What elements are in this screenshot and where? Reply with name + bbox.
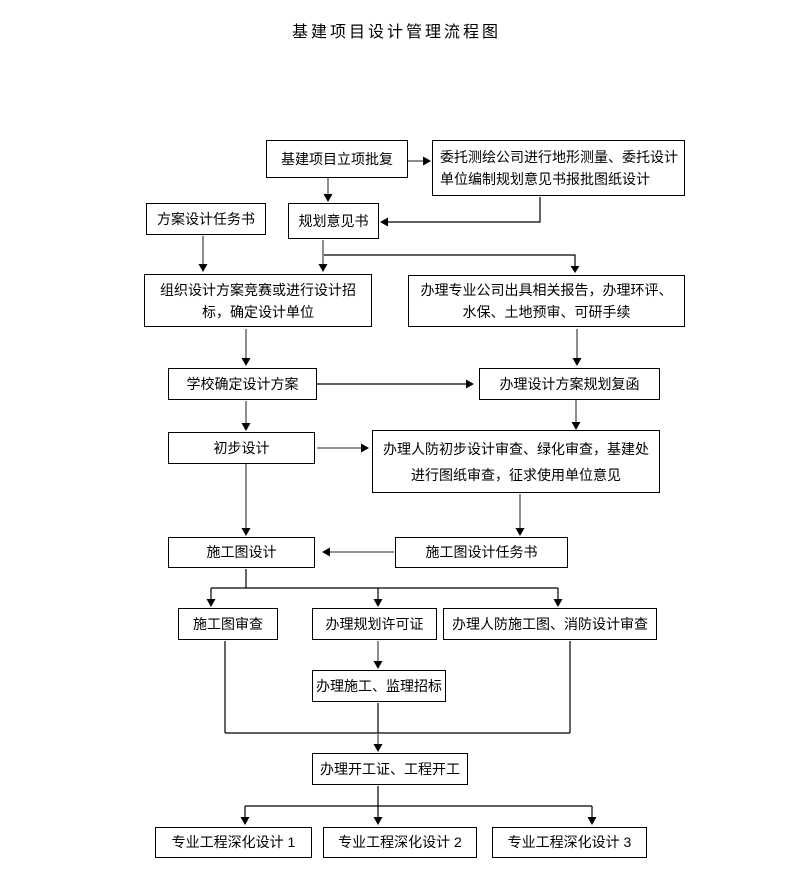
node-label: 规划意见书	[298, 212, 369, 229]
node-label: 办理人防初步设计审查、绿化审查，基建处	[383, 440, 649, 457]
arrowhead	[240, 817, 250, 825]
node-label: 办理专业公司出具相关报告，办理环评、	[420, 282, 673, 298]
flow-node-renfang-xiaofang: 办理人防施工图、消防设计审查	[443, 608, 657, 640]
flow-node-sheji-jingsai: 组织设计方案竞赛或进行设计招标，确定设计单位	[144, 274, 372, 327]
node-label: 专业工程深化设计 3	[507, 834, 632, 850]
arrowhead	[553, 599, 563, 607]
flow-node-kaigong: 办理开工证、工程开工	[312, 753, 468, 785]
arrowhead	[322, 547, 330, 557]
elbow-yijianshu-to-zhuanye	[324, 254, 576, 266]
node-label: 施工图设计任务书	[425, 544, 538, 560]
arrowhead	[198, 264, 208, 272]
node-label: 办理开工证、工程开工	[320, 760, 460, 777]
flow-node-shigongtu-sheji: 施工图设计	[168, 537, 315, 568]
arrowhead	[318, 264, 328, 272]
arrowhead	[373, 599, 383, 607]
flow-node-guihua-fuhan: 办理设计方案规划复函	[479, 368, 660, 400]
flow-node-jianli-zhaobiao: 办理施工、监理招标	[312, 670, 446, 702]
node-label: 施工图设计	[206, 544, 277, 560]
node-label: 基建项目立项批复	[281, 150, 393, 167]
node-label: 办理规划许可证	[325, 615, 424, 632]
arrowhead	[373, 817, 383, 825]
arrowhead	[572, 358, 582, 366]
arrowhead	[241, 423, 251, 431]
node-label: 进行图纸审查，征求使用单位意见	[411, 466, 621, 483]
flow-node-renfang-chubu: 办理人防初步设计审查、绿化审查，基建处进行图纸审查，征求使用单位意见	[372, 430, 660, 493]
node-label: 专业工程深化设计 2	[338, 834, 462, 850]
arrowhead	[323, 194, 333, 202]
node-label: 学校确定设计方案	[186, 375, 299, 392]
node-label: 单位编制规划意见书报批图纸设计	[440, 171, 650, 187]
flow-node-guihua-xukezheng: 办理规划许可证	[312, 608, 437, 640]
arrowhead	[206, 599, 216, 607]
flow-node-shigongtu-renwushu: 施工图设计任务书	[395, 537, 568, 568]
arrowhead	[570, 266, 580, 273]
arrowhead	[241, 528, 251, 536]
node-label: 标，确定设计单位	[202, 303, 314, 320]
flow-node-shenhua-sheji-2: 专业工程深化设计 2	[323, 827, 477, 858]
elbow-weituo-to-yijianshu	[388, 197, 541, 223]
arrowhead	[515, 528, 525, 536]
arrowhead	[380, 217, 388, 227]
flow-node-shigongtu-shencha: 施工图审查	[178, 608, 278, 640]
node-label: 水保、土地预审、可研手续	[462, 304, 631, 320]
flow-node-shenhua-sheji-3: 专业工程深化设计 3	[492, 827, 647, 858]
arrowhead	[373, 744, 383, 752]
node-label: 组织设计方案竞赛或进行设计招	[160, 281, 356, 298]
flow-node-xuexiao-queding: 学校确定设计方案	[168, 368, 317, 400]
node-label: 委托测绘公司进行地形测量、委托设计	[440, 149, 678, 165]
node-label: 办理施工、监理招标	[316, 677, 442, 694]
node-label: 方案设计任务书	[157, 210, 255, 227]
arrowhead	[361, 443, 369, 453]
arrowhead	[423, 156, 431, 166]
flow-node-lixiang-pifu: 基建项目立项批复	[266, 140, 408, 178]
arrowhead	[587, 817, 597, 825]
flow-node-fangan-renwushu: 方案设计任务书	[146, 203, 266, 235]
flow-node-zhuanye-baogao: 办理专业公司出具相关报告，办理环评、水保、土地预审、可研手续	[408, 275, 685, 327]
arrowhead	[373, 661, 383, 669]
node-label: 施工图审查	[193, 615, 263, 632]
flow-node-shenhua-sheji-1: 专业工程深化设计 1	[155, 827, 312, 858]
arrowhead	[466, 379, 474, 389]
node-label: 办理设计方案规划复函	[499, 375, 640, 392]
node-label: 专业工程深化设计 1	[171, 834, 296, 850]
flowchart-title: 基建项目设计管理流程图	[291, 24, 501, 41]
flow-node-chubu-sheji: 初步设计	[168, 432, 315, 464]
node-label: 初步设计	[213, 439, 270, 456]
flow-node-guihua-yijianshu: 规划意见书	[288, 203, 379, 239]
arrowhead	[571, 422, 581, 430]
arrowhead	[241, 358, 251, 366]
flow-node-weituo-cehui: 委托测绘公司进行地形测量、委托设计单位编制规划意见书报批图纸设计	[432, 140, 685, 196]
node-label: 办理人防施工图、消防设计审查	[452, 615, 648, 632]
